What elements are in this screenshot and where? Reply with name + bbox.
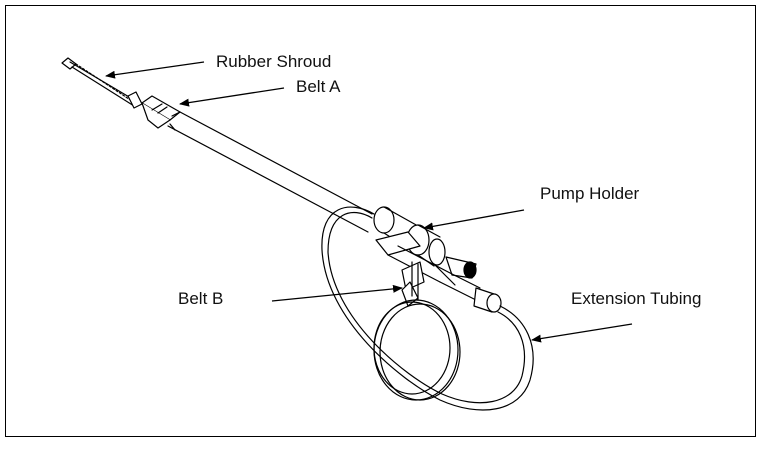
extension-tubing-loop [321,206,534,411]
tubing-coil [373,299,461,401]
belt-b-arrow [271,284,403,302]
pump-holder-arrow [423,209,525,231]
pump-holder-part [373,206,477,286]
wand-tube [167,111,373,233]
rubber-shroud-arrow [105,61,205,79]
extension-connector [473,287,502,313]
belt-b-label: Belt B [178,289,224,308]
extension-tubing-label: Extension Tubing [571,289,702,308]
belt-a-arrow [179,87,285,107]
rubber-shroud-part [61,57,143,109]
extension-tubing-arrow [531,323,633,343]
pump-holder-label: Pump Holder [540,184,640,203]
belt-a-part [141,95,181,129]
belt-b-part [401,261,425,307]
belt-a-label: Belt A [296,77,341,96]
rubber-shroud-label: Rubber Shroud [216,52,332,71]
bracket [375,231,481,301]
